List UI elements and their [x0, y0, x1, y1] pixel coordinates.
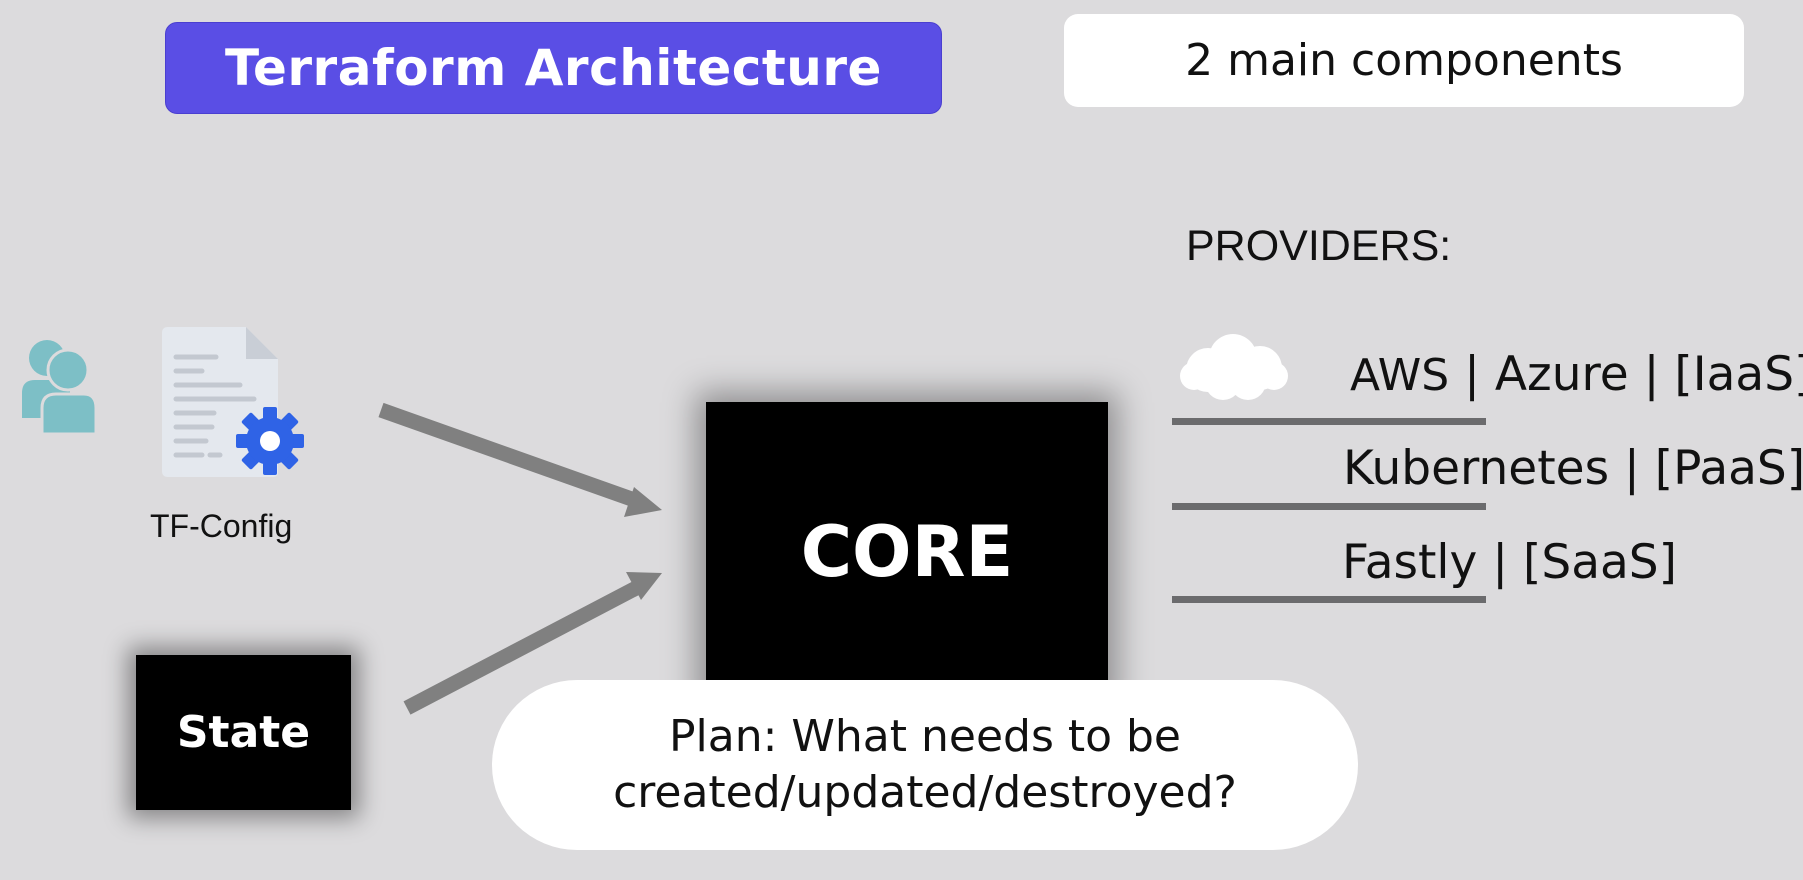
provider-fastly: Fastly | [SaaS]	[1342, 535, 1677, 590]
user-group-icon	[22, 340, 98, 436]
tf-config-label: TF-Config	[150, 508, 293, 544]
components-label: 2 main components	[1185, 35, 1623, 86]
providers-heading: PROVIDERS:	[1186, 222, 1452, 270]
state-to-core-arrow	[403, 579, 644, 715]
provider-kubernetes: Kubernetes | [PaaS]	[1343, 441, 1803, 496]
provider-line-1	[1172, 418, 1486, 425]
core-label: CORE	[800, 511, 1014, 593]
state-arrow-head	[626, 572, 662, 600]
provider-separator: |	[1464, 347, 1480, 402]
page-title: Terraform Architecture	[225, 39, 882, 97]
cloud-icon	[1180, 334, 1288, 400]
plan-line-1: Plan: What needs to be	[668, 711, 1182, 762]
plan-bubble: Plan: What needs to be created/updated/d…	[492, 680, 1358, 850]
provider-line-2	[1172, 503, 1486, 510]
components-box: 2 main components	[1064, 14, 1744, 107]
provider-aws: AWS | Azure | [IaaS]	[1350, 347, 1803, 402]
core-box	[706, 402, 1108, 702]
provider-aws-name: AWS	[1350, 350, 1450, 401]
config-to-core-arrow	[378, 402, 643, 510]
state-box: State	[136, 655, 351, 810]
provider-aws-rest: Azure | [IaaS]	[1479, 347, 1803, 402]
state-label: State	[176, 707, 311, 758]
config-arrow-head	[624, 487, 662, 517]
config-file-gear-icon	[162, 327, 304, 477]
plan-line-2: created/updated/destroyed?	[613, 767, 1237, 818]
title-banner: Terraform Architecture	[165, 22, 942, 114]
provider-line-3	[1172, 596, 1486, 603]
